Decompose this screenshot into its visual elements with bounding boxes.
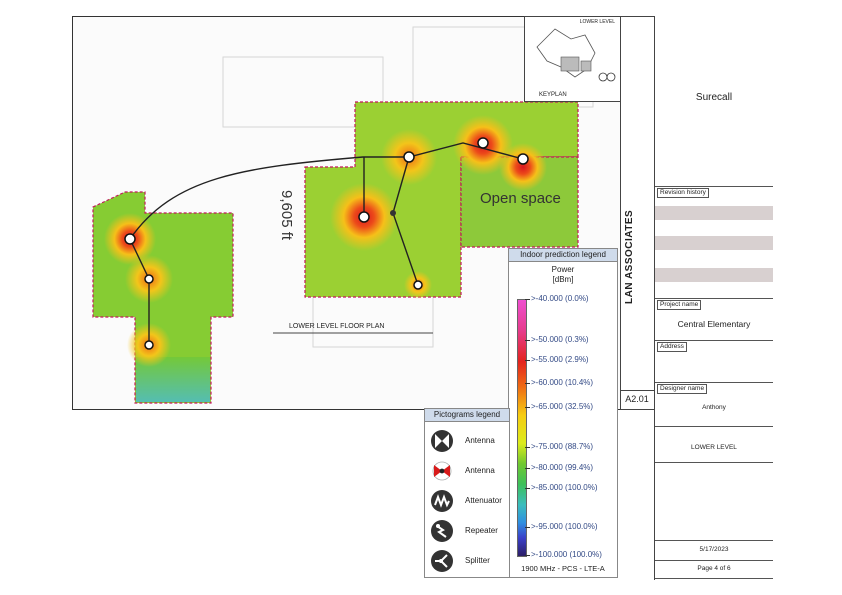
level-name: LOWER LEVEL	[691, 444, 737, 451]
frequency-band: 1900 MHz - PCS - LTE-A	[521, 564, 605, 573]
legend-entry-label: >-40.000 (0.0%)	[531, 294, 589, 303]
pictogram-row: Splitter	[425, 547, 509, 575]
divider	[655, 540, 773, 541]
legend-entry-label: >-85.000 (100.0%)	[531, 483, 598, 493]
legend-entry-label: >-65.000 (32.5%)	[531, 401, 594, 411]
legend-tick	[525, 299, 530, 300]
pictogram-label: Repeater	[465, 526, 498, 535]
designer-name-label: Designer name	[657, 384, 708, 394]
power-color-scale	[517, 299, 527, 557]
legend-tick	[525, 406, 530, 408]
legend-tick	[525, 383, 530, 385]
divider	[655, 186, 773, 187]
revision-row	[655, 268, 773, 282]
antenna-red-icon	[432, 461, 452, 481]
legend-tick	[525, 467, 530, 469]
revision-history-label: Revision history	[657, 188, 709, 198]
pictograms-legend: Pictograms legend Antenna Antenna Attenu…	[424, 408, 510, 578]
pictogram-row: Antenna	[425, 427, 509, 455]
legend-entry-label: >-95.000 (100.0%)	[531, 521, 598, 531]
revision-row	[655, 206, 773, 220]
pictogram-row: Repeater	[425, 517, 509, 545]
splitter-icon	[431, 550, 453, 572]
legend-tick	[525, 339, 530, 341]
indoor-legend-quantity: Power	[551, 265, 575, 274]
device-markers	[124, 137, 529, 350]
pictogram-label: Splitter	[465, 556, 490, 565]
legend-entry-label: >-80.000 (99.4%)	[531, 462, 594, 472]
company-name: Surecall	[695, 92, 733, 103]
firm-name-block: LAN ASSOCIATES	[622, 210, 652, 304]
page-indicator: Page 4 of 6	[697, 565, 731, 572]
legend-tick	[525, 526, 530, 528]
title-block-strip	[620, 16, 656, 410]
keyplan-diagram	[536, 28, 616, 82]
open-space-area: Open space	[460, 156, 580, 242]
legend-tick	[525, 447, 530, 449]
open-space-label: Open space	[480, 190, 561, 207]
antenna-icon	[431, 430, 453, 452]
indoor-prediction-legend: Indoor prediction legend Power [dBm] >-4…	[508, 248, 618, 578]
designer-name: Anthony	[702, 404, 726, 411]
legend-tick	[525, 360, 530, 362]
pictogram-label: Antenna	[465, 466, 495, 475]
legend-entry-label: >-75.000 (88.7%)	[531, 442, 594, 452]
legend-entry-label: >-100.000 (100.0%)	[531, 550, 602, 559]
divider	[655, 382, 773, 383]
floor-plan-title: LOWER LEVEL FLOOR PLAN	[289, 323, 385, 330]
divider	[655, 426, 773, 427]
divider	[655, 340, 773, 341]
pictograms-legend-title: Pictograms legend	[425, 409, 509, 422]
signal-hotspots	[104, 115, 547, 367]
keyplan: LOWER LEVEL KEYPLAN	[524, 16, 622, 102]
sheet-number: A2.01	[620, 390, 654, 407]
legend-entry-label: >-55.000 (2.9%)	[531, 355, 589, 365]
project-name-label: Project name	[657, 300, 702, 310]
divider	[655, 560, 773, 561]
legend-tick	[525, 488, 530, 490]
divider	[655, 462, 773, 463]
legend-entry-label: >-60.000 (10.4%)	[531, 378, 594, 388]
address-label: Address	[657, 342, 687, 352]
area-dimension-label: 9,605 ft	[278, 190, 295, 241]
firm-name: LAN ASSOCIATES	[624, 209, 635, 304]
pictogram-row: Attenuator	[425, 487, 509, 515]
date: 5/17/2023	[699, 546, 729, 553]
pictogram-row: Antenna	[425, 457, 509, 485]
attenuator-icon	[431, 490, 453, 512]
keyplan-level-label: LOWER LEVEL	[579, 19, 615, 25]
keyplan-label: KEYPLAN	[539, 92, 567, 98]
divider	[655, 298, 773, 299]
legend-entry-label: >-50.000 (0.3%)	[531, 334, 589, 344]
divider	[655, 578, 773, 579]
pictogram-label: Attenuator	[465, 496, 502, 505]
legend-tick	[525, 555, 530, 556]
revision-row	[655, 236, 773, 250]
repeater-icon	[431, 520, 453, 542]
heatmap-svg	[92, 26, 594, 404]
indoor-legend-title: Indoor prediction legend	[509, 249, 617, 262]
project-name: Central Elementary	[677, 319, 751, 329]
indoor-legend-unit: [dBm]	[552, 275, 574, 284]
pictogram-label: Antenna	[465, 436, 495, 445]
project-info-panel: Surecall Revision history Project name C…	[654, 16, 773, 580]
